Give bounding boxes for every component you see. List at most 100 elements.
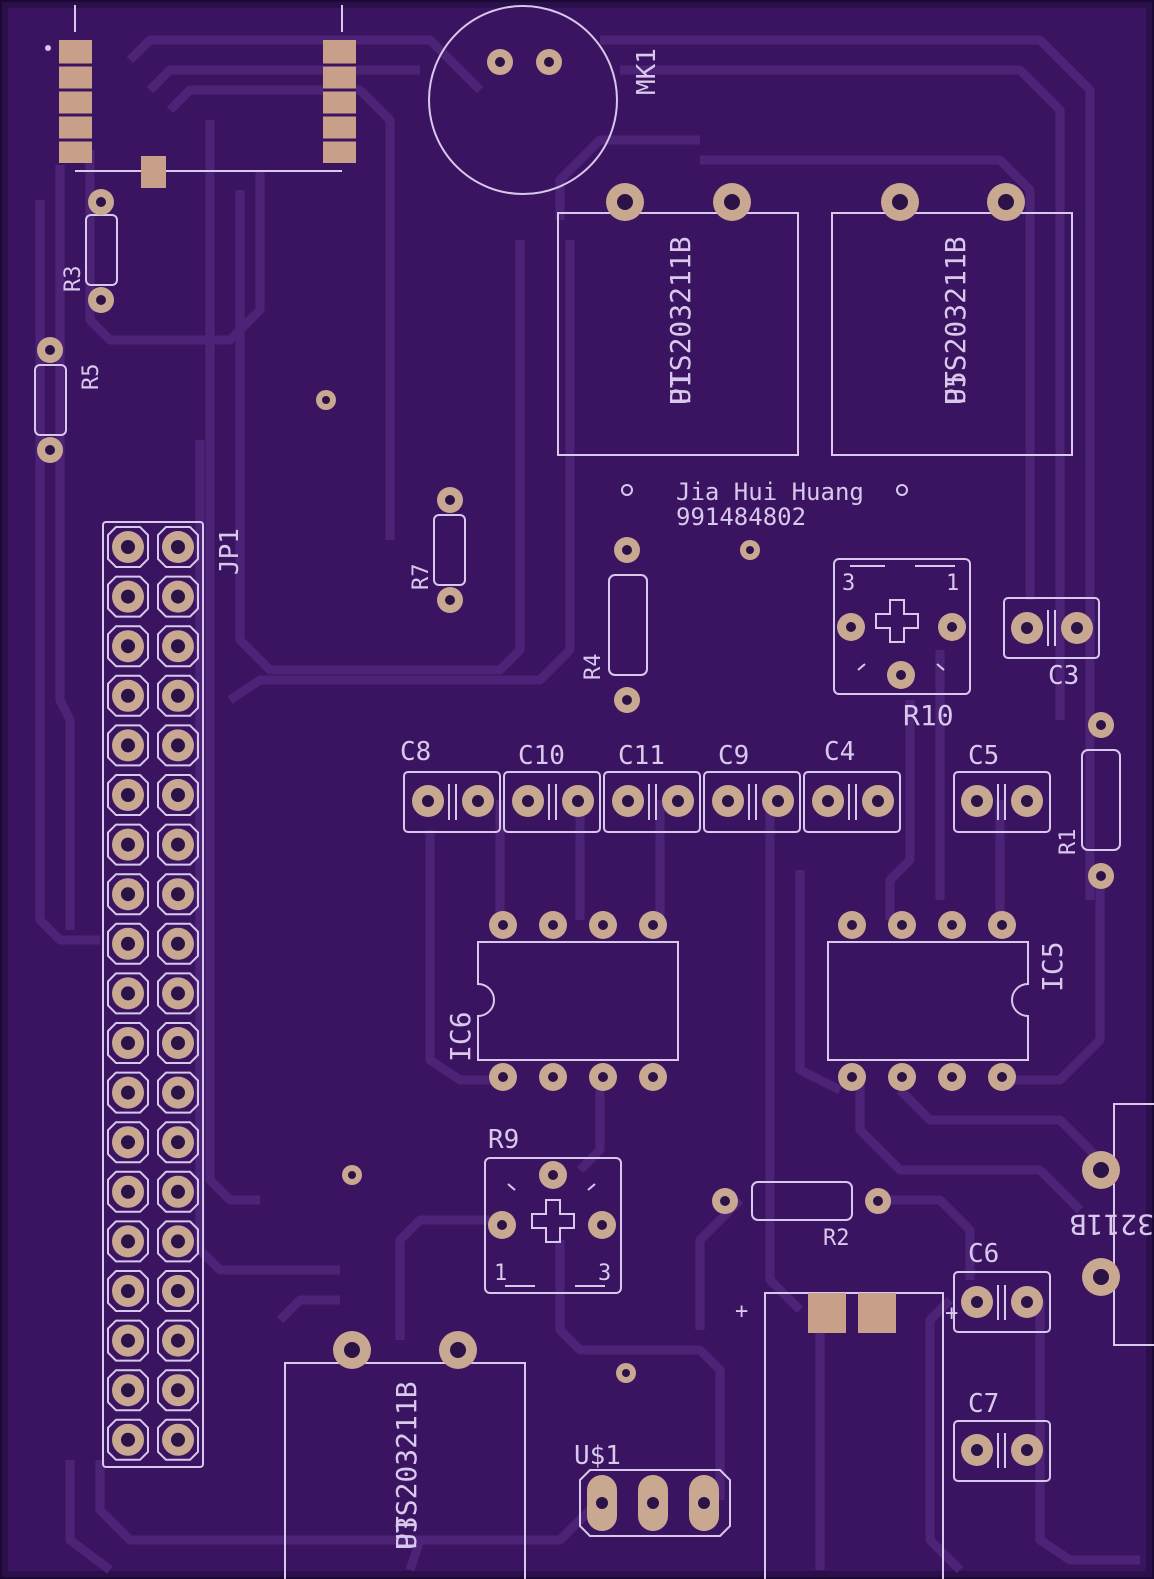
jp1-pin-outline [157,1220,199,1263]
c8-outline [403,771,501,833]
jp1-pin-hole [121,1184,135,1199]
c9-label: C9 [718,741,749,771]
jp1-pin-hole [121,589,135,604]
c6-label: C6 [968,1239,999,1269]
capacitor-c4: C4 [803,737,901,833]
c5-label: C5 [968,741,999,771]
switch-u1: PTS203211B U1 [557,183,799,456]
ic6-pins-bottom [489,1063,667,1091]
jp1-pin-hole [171,1333,185,1348]
capacitor-c10: C10 [503,741,601,833]
mk1-label: MK1 [632,48,662,95]
mk1-outline [428,5,618,195]
jp1-pin-outline [107,873,149,916]
jp1-pin-outline [107,1369,149,1412]
c7-outline [953,1420,1051,1482]
jp1-pin-hole [121,1085,135,1100]
jp1-pin-outline [107,674,149,717]
ic5-pins-top [838,911,1016,939]
jp1-pin-hole [121,540,135,554]
fiducial-left [621,484,633,496]
jp1-pin-hole [171,1383,185,1398]
jp1-pin-outline [107,922,149,965]
c7-label: C7 [968,1389,999,1419]
r10-outline [833,558,971,695]
capacitor-c5: C5 [953,741,1051,833]
jp1-pin-outline [157,674,199,717]
jp1-pin-outline [107,774,149,816]
smd-electrolytic: + + [735,1292,958,1579]
jp1-pin-outline [157,1121,199,1164]
r4-label: R4 [581,654,606,681]
us1-outline [579,1469,731,1537]
capacitor-c3: C3 [1003,597,1100,691]
jp1-pin-outline [157,873,199,916]
ic5-label: IC5 [1036,941,1069,992]
mk1-microphone: MK1 [428,5,662,195]
us1-label: U$1 [574,1441,621,1471]
jp1-pin-outline [107,1220,149,1263]
right-switch-outline [1113,1103,1154,1346]
resistor-r3: R3 [61,189,118,313]
module-left-pads [59,40,92,163]
r4-body [608,574,648,676]
u1-part-label: PTS203211B [664,236,697,405]
jp1-pin-hole [171,1085,185,1100]
ic6-dip8: IC6 [444,911,679,1091]
r10-pin3-label: 3 [842,571,855,596]
copper-traces [35,35,1140,1574]
jp1-pin-hole [171,1036,185,1050]
regulator-us1: U$1 [574,1441,731,1537]
jp1-pin-hole [171,1432,185,1447]
capacitor-c9: C9 [703,741,801,833]
capacitor-c7: C7 [953,1389,1051,1482]
jp1-pin-outline [157,922,199,965]
r7-label: R7 [409,564,434,591]
jp1-pin-hole [171,936,185,951]
u3-ref-label: U3 [390,1516,423,1550]
u3-part-label: PTS203211B [390,1381,423,1550]
u5-part-label: PTS203211B [939,236,972,405]
capacitor-c8: C8 [400,737,501,833]
switch-u3: PTS203211B U3 [284,1331,526,1579]
jp1-pin-outline [157,823,199,866]
jp1-pin-hole [121,1383,135,1398]
jp1-pin-hole [121,1135,135,1150]
resistor-r7: R7 [409,487,466,613]
jp1-pin-hole [171,688,185,703]
jp1-pin-hole [121,788,135,802]
u5-ref-label: U5 [939,371,972,405]
c9-outline [703,771,801,833]
switch-right-partial: 3211B [1070,1103,1154,1346]
electrolytic-outline [764,1292,944,1579]
r1-label: R1 [1056,829,1081,856]
c8-label: C8 [400,737,431,767]
r9-cross [531,1199,575,1243]
pin1-dot [45,45,51,51]
jp1-pin-outline [107,625,149,668]
r1-body [1081,749,1121,851]
capacitor-c6: C6 [953,1239,1051,1333]
ic6-label: IC6 [444,1011,477,1062]
capacitor-c11: C11 [603,741,701,833]
jp1-pin-outline [107,972,149,1015]
jp1-pin-hole [171,788,185,802]
switch-u5: PTS203211B U5 [831,183,1073,456]
jp1-pin-hole [171,986,185,1001]
jp1-pin-outline [107,1121,149,1164]
jp1-pin-hole [171,1284,185,1298]
jp1-pin-hole [171,639,185,654]
c3-label: C3 [1048,661,1079,691]
jp1-pin-hole [121,1036,135,1050]
jp1-pin-outline [107,1170,149,1213]
resistor-r4: R4 [581,537,648,713]
resistor-r5: R5 [34,337,104,463]
jp1-outline [102,521,204,1468]
jp1-pin-outline [107,1071,149,1114]
jp1-pin-outline [157,972,199,1015]
jp1-pin-outline [157,774,199,816]
jp1-pin-hole [171,738,185,753]
electrolytic-pad-minus [858,1293,896,1333]
